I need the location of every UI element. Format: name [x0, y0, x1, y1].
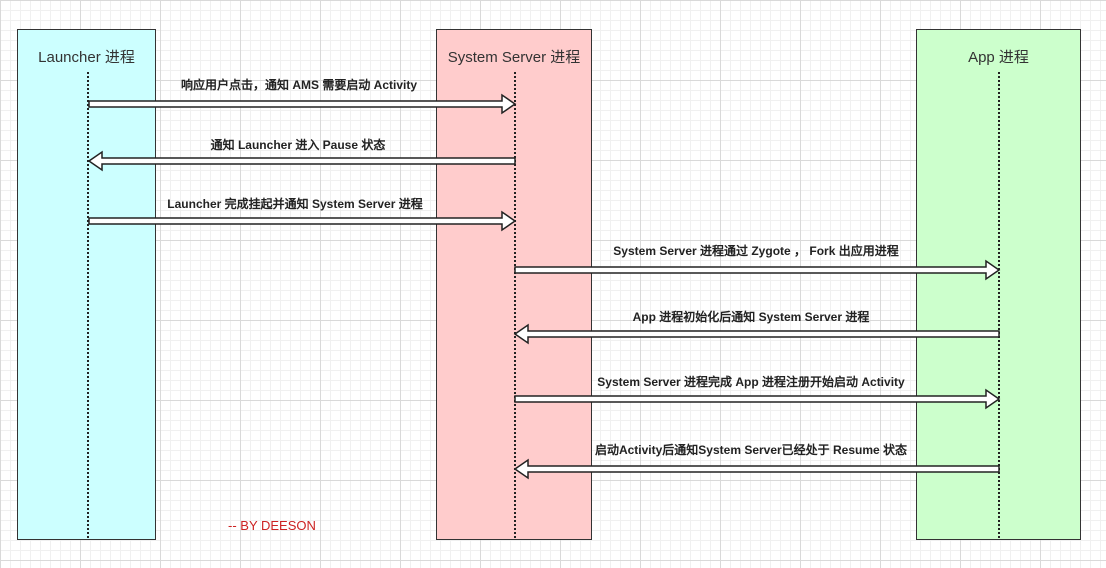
- message-arrow-6: [514, 388, 1001, 410]
- message-label-6: System Server 进程完成 App 进程注册开始启动 Activity: [597, 375, 905, 389]
- message-arrow-1: [88, 93, 517, 115]
- message-label-5: App 进程初始化后通知 System Server 进程: [632, 310, 870, 324]
- app-lifeline: [998, 72, 1000, 538]
- message-arrow-4: [514, 259, 1001, 281]
- message-label-4: System Server 进程通过 Zygote ， Fork 出应用进程: [613, 244, 899, 258]
- message-arrow-3: [88, 210, 517, 232]
- system-server-process-title: System Server 进程: [447, 49, 581, 66]
- message-label-7: 启动Activity后通知System Server已经处于 Resume 状态: [594, 443, 908, 457]
- message-arrow-7: [513, 458, 1000, 480]
- message-arrow-2: [87, 150, 516, 172]
- launcher-process-lane: Launcher 进程: [17, 29, 156, 540]
- message-label-2: 通知 Launcher 进入 Pause 状态: [210, 138, 386, 152]
- author-credit: -- BY DEESON: [228, 518, 316, 533]
- launcher-lifeline: [87, 72, 89, 538]
- app-process-title: App 进程: [968, 49, 1029, 66]
- message-label-1: 响应用户点击，通知 AMS 需要启动 Activity: [180, 78, 418, 92]
- message-arrow-5: [513, 323, 1000, 345]
- launcher-process-title: Launcher 进程: [38, 49, 135, 66]
- system-server-lifeline: [514, 72, 516, 538]
- message-label-3: Launcher 完成挂起并通知 System Server 进程: [167, 197, 423, 211]
